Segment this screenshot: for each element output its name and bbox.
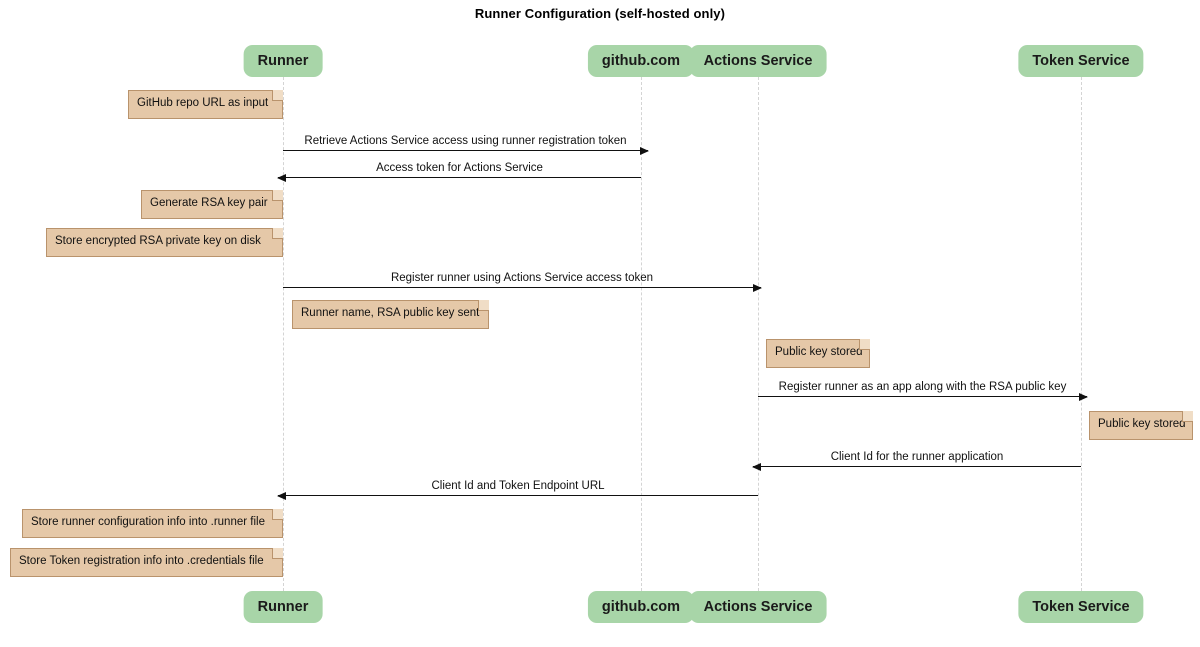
lifeline-token [1081, 77, 1082, 591]
note-4: Runner name, RSA public key sent [292, 300, 489, 329]
note-fold-corner-icon [272, 90, 283, 101]
arrowhead-right-icon [1079, 392, 1088, 401]
note-fold-corner-icon [272, 548, 283, 559]
note-6: Public key stored [1089, 411, 1193, 440]
note-fold-corner-icon [1182, 411, 1193, 422]
message-line-3 [283, 283, 762, 292]
arrowhead-right-icon [640, 146, 649, 155]
note-fold-corner-icon [478, 300, 489, 311]
note-5: Public key stored [766, 339, 870, 368]
note-7: Store runner configuration info into .ru… [22, 509, 283, 538]
message-line-4 [758, 392, 1088, 401]
message-line-5 [752, 462, 1081, 471]
message-label-3: Register runner using Actions Service ac… [390, 272, 654, 284]
arrowhead-left-icon [752, 462, 761, 471]
message-line-6 [277, 491, 758, 500]
note-fold-corner-icon [272, 190, 283, 201]
note-fold-corner-icon [859, 339, 870, 350]
participant-runner-top[interactable]: Runner [243, 45, 323, 77]
message-label-6: Client Id and Token Endpoint URL [431, 480, 605, 492]
note-3: Store encrypted RSA private key on disk [46, 228, 283, 257]
lifeline-actions [758, 77, 759, 591]
note-text: Store encrypted RSA private key on disk [55, 235, 261, 247]
note-text: Generate RSA key pair [150, 197, 268, 209]
participant-actions-top[interactable]: Actions Service [689, 45, 827, 77]
note-text: Public key stored [1098, 418, 1186, 430]
arrowhead-left-icon [277, 173, 286, 182]
lifeline-github [641, 77, 642, 591]
note-2: Generate RSA key pair [141, 190, 283, 219]
message-line-2 [277, 173, 641, 182]
message-label-1: Retrieve Actions Service access using ru… [304, 135, 627, 147]
note-text: Runner name, RSA public key sent [301, 307, 480, 319]
message-label-5: Client Id for the runner application [830, 451, 1004, 463]
message-label-4: Register runner as an app along with the… [778, 381, 1067, 393]
participant-actions-bottom[interactable]: Actions Service [689, 591, 827, 623]
note-text: GitHub repo URL as input [137, 97, 269, 109]
note-8: Store Token registration info into .cred… [10, 548, 283, 577]
participant-github-bottom[interactable]: github.com [587, 591, 695, 623]
note-1: GitHub repo URL as input [128, 90, 283, 119]
participant-token-top[interactable]: Token Service [1018, 45, 1144, 77]
arrowhead-left-icon [277, 491, 286, 500]
participant-token-bottom[interactable]: Token Service [1018, 591, 1144, 623]
note-fold-corner-icon [272, 228, 283, 239]
note-text: Public key stored [775, 346, 863, 358]
page-title: Runner Configuration (self-hosted only) [474, 6, 726, 21]
note-fold-corner-icon [272, 509, 283, 520]
message-line-1 [283, 146, 649, 155]
arrowhead-right-icon [753, 283, 762, 292]
note-text: Store runner configuration info into .ru… [31, 516, 265, 528]
participant-runner-bottom[interactable]: Runner [243, 591, 323, 623]
lifeline-runner [283, 77, 284, 591]
note-text: Store Token registration info into .cred… [19, 555, 264, 567]
participant-github-top[interactable]: github.com [587, 45, 695, 77]
message-label-2: Access token for Actions Service [376, 162, 543, 174]
